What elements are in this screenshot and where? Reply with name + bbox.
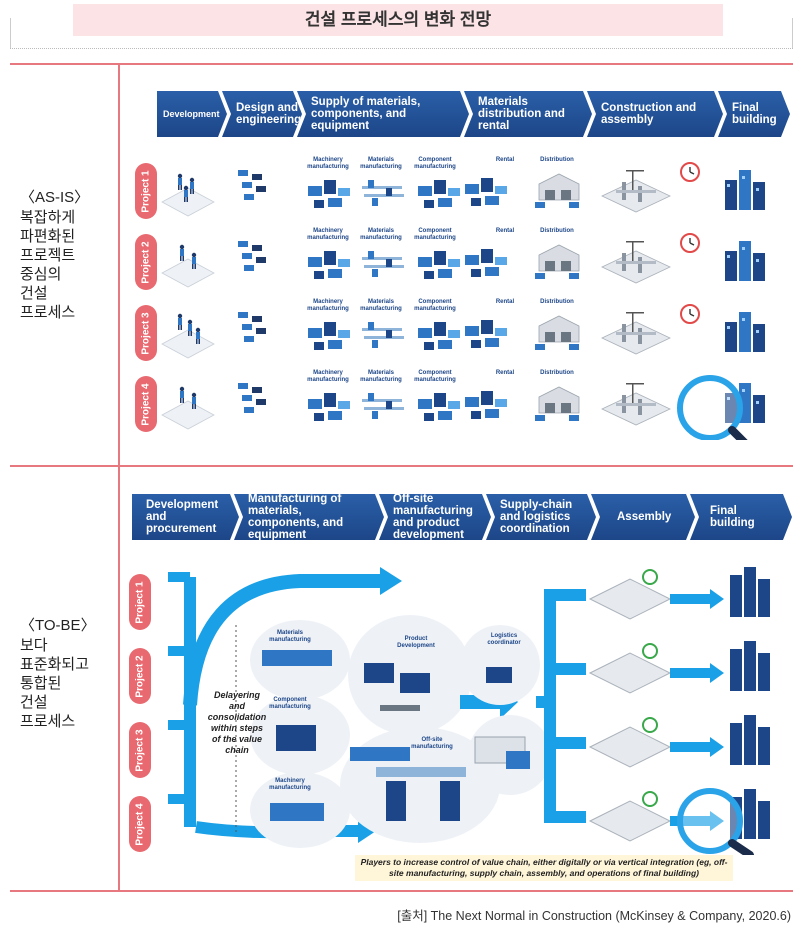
to-be-flow-illustration: [168, 567, 770, 855]
as-is-stage-design: Design and engineering: [222, 91, 302, 137]
as-is-distribution-label: Rental: [495, 299, 515, 305]
as-is-label-line: 프로젝트: [20, 247, 76, 264]
as-is-supply-label: Component manufacturing: [414, 370, 456, 383]
page-title: 건설 프로세스의 변화 전망: [73, 4, 723, 36]
as-is-stage-development: Development: [157, 91, 227, 137]
to-be-materials-label: Materials manufacturing: [269, 630, 311, 643]
to-be-machinery-label: Machinery manufacturing: [269, 778, 311, 791]
to-be-project-tag: Project 3: [129, 722, 151, 778]
to-be-label-head: 〈TO-BE〉: [20, 617, 96, 634]
as-is-label: 〈AS-IS〉 복잡하게 파편화된 프로젝트 중심의 건설 프로세스: [20, 188, 89, 322]
as-is-project-tag: Project 1: [135, 163, 157, 219]
as-is-distribution-label: Distribution: [540, 157, 574, 163]
to-be-project-tag: Project 4: [129, 796, 151, 852]
as-is-supply-label: Component manufacturing: [414, 157, 456, 170]
to-be-stage-logistics: Supply-chain and logistics coordination: [486, 494, 596, 540]
to-be-logistics-label: Logistics coordinator: [487, 633, 521, 646]
to-be-stage-development: Development and procurement: [132, 494, 239, 540]
as-is-label-line: 중심의: [20, 266, 62, 283]
as-is-label-line: 파편화된: [20, 228, 76, 245]
as-is-distribution-label: Distribution: [540, 370, 574, 376]
divider-vertical-tobe: [118, 465, 120, 890]
source-citation: [출처] The Next Normal in Construction (Mc…: [397, 909, 791, 923]
as-is-supply-label: Component manufacturing: [414, 299, 456, 312]
as-is-project-tag: Project 2: [135, 234, 157, 290]
as-is-label-line: 프로세스: [20, 304, 76, 321]
as-is-supply-label: Materials manufacturing: [360, 157, 402, 170]
as-is-distribution-label: Rental: [495, 370, 515, 376]
as-is-stage-distribution: Materials distribution and rental: [464, 91, 592, 137]
as-is-distribution-label: Rental: [495, 228, 515, 234]
divider-vertical-asis: [118, 63, 120, 465]
as-is-supply-label: Machinery manufacturing: [307, 370, 349, 383]
to-be-project-tag: Project 2: [129, 648, 151, 704]
as-is-distribution-label: Distribution: [540, 228, 574, 234]
to-be-label-line: 프로세스: [20, 713, 76, 730]
as-is-supply-label: Machinery manufacturing: [307, 299, 349, 312]
as-is-distribution-label: Distribution: [540, 299, 574, 305]
as-is-label-line: 건설: [20, 285, 48, 302]
to-be-stage-offsite: Off-site manufacturing and product devel…: [379, 494, 491, 540]
divider-middle: [10, 465, 793, 467]
as-is-stage-construction: Construction and assembly: [587, 91, 723, 137]
as-is-stage-supply: Supply of materials, components, and equ…: [297, 91, 469, 137]
delayering-caption: Delayering and consolidation within step…: [207, 690, 267, 755]
to-be-project-tag: Project 1: [129, 574, 151, 630]
to-be-component-label: Component manufacturing: [269, 697, 311, 710]
to-be-stage-assembly: Assembly: [591, 494, 695, 540]
to-be-label-line: 통합된: [20, 675, 62, 692]
magnifier-icon: [677, 375, 748, 440]
to-be-label: 〈TO-BE〉 보다 표준화되고 통합된 건설 프로세스: [20, 616, 96, 731]
as-is-supply-label: Materials manufacturing: [360, 228, 402, 241]
to-be-label-line: 건설: [20, 694, 48, 711]
magnifier-icon: [677, 788, 754, 855]
divider-top: [10, 63, 793, 65]
to-be-product-development-label: Product Development: [397, 636, 435, 649]
title-frame: 건설 프로세스의 변화 전망: [10, 4, 793, 49]
to-be-label-line: 보다: [20, 637, 48, 654]
as-is-label-line: 복잡하게: [20, 209, 76, 226]
to-be-offsite-label: Off-site manufacturing: [411, 737, 453, 750]
value-chain-note: Players to increase control of value cha…: [355, 855, 733, 881]
as-is-distribution-label: Rental: [495, 157, 515, 163]
as-is-stage-final-building: Final building: [718, 91, 790, 137]
to-be-stage-manufacturing: Manufacturing of materials, components, …: [234, 494, 384, 540]
as-is-supply-label: Materials manufacturing: [360, 299, 402, 312]
as-is-supply-label: Machinery manufacturing: [307, 228, 349, 241]
as-is-project-tag: Project 3: [135, 305, 157, 361]
to-be-label-line: 표준화되고: [20, 656, 90, 673]
as-is-label-head: 〈AS-IS〉: [20, 189, 90, 206]
as-is-supply-label: Machinery manufacturing: [307, 157, 349, 170]
to-be-stage-final-building: Final building: [690, 494, 792, 540]
as-is-supply-label: Component manufacturing: [414, 228, 456, 241]
as-is-illustration-grid: [161, 162, 765, 440]
divider-bottom: [10, 890, 793, 892]
as-is-supply-label: Materials manufacturing: [360, 370, 402, 383]
as-is-project-tag: Project 4: [135, 376, 157, 432]
